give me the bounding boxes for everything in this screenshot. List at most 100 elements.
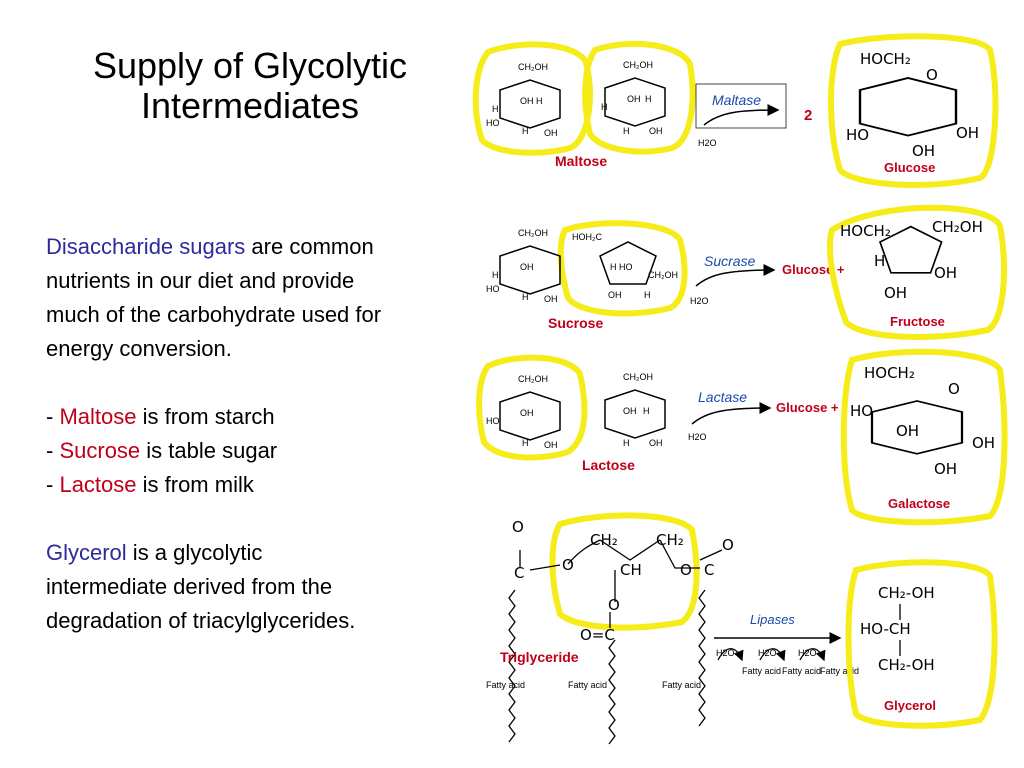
svg-text:H: H: [645, 94, 652, 104]
paragraph-disaccharide: Disaccharide sugars are common nutrients…: [46, 230, 386, 366]
highlight-circle: [549, 512, 700, 631]
svg-text:CH: CH: [620, 561, 642, 579]
svg-text:H: H: [623, 126, 630, 136]
svg-text:HOCH₂: HOCH₂: [860, 50, 911, 68]
fatty-acid-label: Fatty acid: [486, 680, 525, 690]
disaccharide-text: are common nutrients in our diet and pro…: [46, 234, 382, 361]
svg-text:OH: OH: [956, 124, 979, 142]
svg-text:H: H: [643, 406, 650, 416]
glycerol-product-label: Glycerol: [884, 698, 936, 713]
svg-text:H: H: [522, 292, 529, 302]
highlight-circle: [827, 204, 1007, 340]
glucose-product-label: Glucose +: [776, 400, 839, 415]
lactose-label: Lactose: [582, 457, 635, 473]
bullet-maltose: - Maltose is from starch: [46, 400, 386, 434]
svg-text:HO: HO: [850, 402, 873, 420]
svg-text:CH₂OH: CH₂OH: [518, 62, 548, 72]
sucrose-label: Sucrose: [548, 315, 603, 331]
fatty-acid-label: Fatty acid: [568, 680, 607, 690]
glucose-product-label: Glucose: [884, 160, 935, 175]
reaction-arrow: [691, 402, 772, 425]
svg-text:OH: OH: [972, 434, 995, 452]
svg-text:O: O: [948, 380, 960, 398]
product-count: 2: [804, 107, 812, 124]
svg-text:CH₂OH: CH₂OH: [518, 228, 548, 238]
reaction-box: [695, 83, 787, 129]
svg-text:OH: OH: [649, 438, 663, 448]
svg-text:OH: OH: [623, 406, 637, 416]
svg-text:O: O: [926, 66, 938, 84]
bullet-prefix: -: [46, 472, 60, 497]
svg-text:CH₂: CH₂: [590, 531, 618, 549]
reaction-arrow: [695, 264, 776, 287]
paragraph-glycerol: Glycerol is a glycolytic intermediate de…: [46, 536, 386, 638]
svg-text:H: H: [536, 96, 543, 106]
highlight-circle: [845, 559, 998, 729]
fructose-product-label: Fructose: [890, 314, 945, 329]
fatty-acid-label: Fatty acid: [820, 666, 859, 676]
svg-text:OH: OH: [934, 264, 957, 282]
title-line-2: Intermediates: [140, 85, 360, 126]
svg-text:OH: OH: [912, 142, 935, 160]
svg-text:H: H: [522, 438, 529, 448]
svg-text:OH: OH: [884, 284, 907, 302]
title-line-1: Supply of Glycolytic: [92, 45, 408, 86]
fructose-handdrawn-ring: HOCH₂ CH₂OH H OH OH: [840, 218, 983, 302]
slide-title: Supply of Glycolytic Intermediates: [40, 46, 460, 126]
bullet-term: Lactose: [59, 472, 137, 497]
svg-text:H: H: [522, 126, 529, 136]
highlight-circle: [828, 33, 999, 188]
svg-text:O: O: [722, 536, 734, 554]
svg-text:OH: OH: [608, 290, 622, 300]
svg-text:CH₂OH: CH₂OH: [623, 60, 653, 70]
water-label: H2O: [798, 648, 817, 658]
svg-text:OH: OH: [544, 440, 558, 450]
bullet-term: Sucrose: [59, 438, 141, 463]
svg-text:HO: HO: [486, 118, 500, 128]
svg-text:HOCH₂: HOCH₂: [840, 222, 891, 240]
svg-text:HO-CH: HO-CH: [860, 620, 911, 638]
bullet-prefix: -: [46, 404, 60, 429]
svg-text:O: O: [680, 561, 692, 579]
highlight-circle: [476, 354, 588, 461]
body-text: Disaccharide sugars are common nutrients…: [46, 230, 386, 638]
svg-text:OH: OH: [896, 422, 919, 440]
svg-text:CH₂OH: CH₂OH: [932, 218, 983, 236]
highlight-circle: [840, 348, 1008, 526]
svg-text:OH: OH: [520, 96, 534, 106]
lipases-enzyme: Lipases: [750, 612, 795, 627]
water-label: H2O: [688, 432, 707, 442]
water-label: H2O: [690, 296, 709, 306]
galactose-product-label: Galactose: [888, 496, 950, 511]
svg-text:H HO: H HO: [610, 262, 633, 272]
svg-text:CH₂OH: CH₂OH: [648, 270, 678, 280]
reaction-arrow: [703, 104, 780, 126]
lipase-side-arrows: [717, 648, 826, 662]
water-label: H2O: [758, 648, 777, 658]
svg-text:H: H: [874, 252, 885, 270]
water-label: H2O: [698, 138, 717, 148]
svg-text:CH₂OH: CH₂OH: [518, 374, 548, 384]
maltase-enzyme: Maltase: [712, 92, 761, 108]
fatty-acid-label: Fatty acid: [782, 666, 821, 676]
svg-text:CH₂-OH: CH₂-OH: [878, 584, 935, 602]
svg-text:OH: OH: [934, 460, 957, 478]
water-label: H2O: [716, 648, 735, 658]
triglyceride-label: Triglyceride: [500, 649, 579, 665]
bullet-sucrose: - Sucrose is table sugar: [46, 434, 386, 468]
svg-text:HOH₂C: HOH₂C: [572, 232, 602, 242]
svg-text:HO: HO: [846, 126, 869, 144]
triglyceride-structure: [508, 539, 723, 745]
svg-text:CH₂: CH₂: [656, 531, 684, 549]
fatty-acid-label: Fatty acid: [742, 666, 781, 676]
svg-text:OH: OH: [520, 262, 534, 272]
maltose-label: Maltose: [555, 153, 607, 169]
